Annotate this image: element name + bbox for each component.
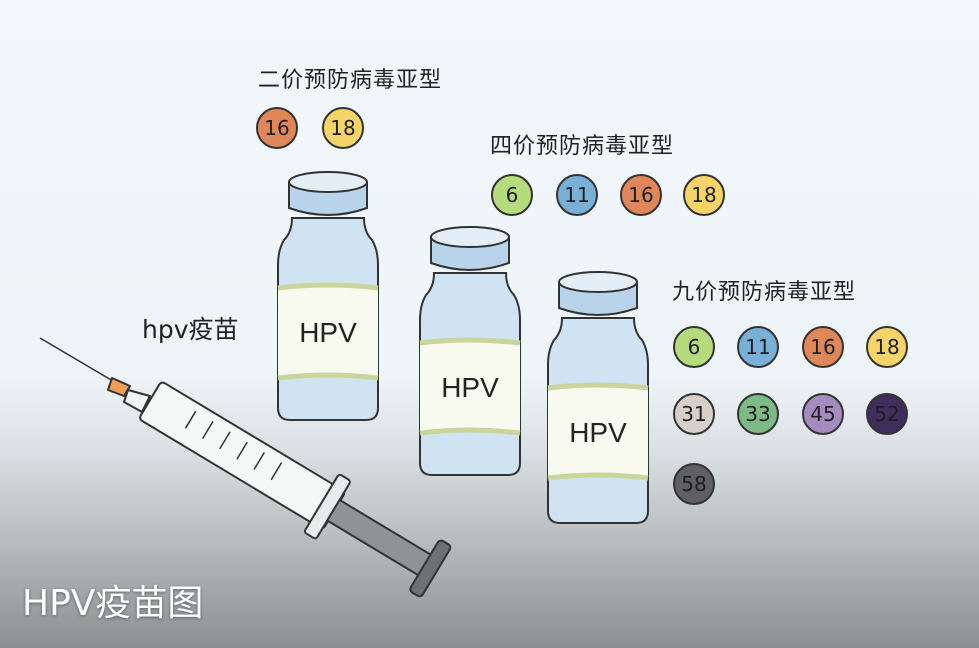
- hpv-type-badge-6: 6: [673, 326, 715, 368]
- syringe: [39, 337, 452, 598]
- hpv-type-number: 16: [264, 116, 289, 140]
- hpv-type-badge-11: 11: [737, 326, 779, 368]
- hpv-type-number: 11: [745, 335, 770, 359]
- hpv-type-number: 6: [506, 183, 519, 207]
- image-caption: HPV疫苗图: [22, 583, 204, 624]
- hpv-type-badge-18: 18: [866, 326, 908, 368]
- syringe-needle: [39, 337, 119, 385]
- vaccine-vial: HPV: [419, 226, 521, 476]
- hpv-type-badge-18: 18: [322, 107, 364, 149]
- vaccine-vial: HPV: [547, 271, 649, 524]
- needle-hub: [107, 377, 131, 397]
- hpv-type-number: 6: [688, 335, 701, 359]
- nonavalent-title: 九价预防病毒亚型: [672, 280, 857, 305]
- hpv-type-number: 18: [874, 335, 899, 359]
- hpv-type-number: 16: [628, 183, 653, 207]
- hpv-type-number: 16: [810, 335, 835, 359]
- vial-label: HPV: [299, 317, 357, 348]
- hpv-type-number: 31: [681, 402, 706, 426]
- hpv-type-number: 33: [745, 402, 770, 426]
- syringe-plunger: [326, 498, 435, 579]
- hpv-type-number: 52: [874, 402, 899, 426]
- hpv-type-badge-52: 52: [866, 393, 908, 435]
- hpv-type-badge-16: 16: [620, 174, 662, 216]
- hpv-type-badge-18: 18: [683, 174, 725, 216]
- syringe-barrel: [139, 381, 452, 598]
- vial-label: HPV: [569, 417, 627, 448]
- hpv-type-number: 18: [330, 116, 355, 140]
- hpv-type-badge-16: 16: [256, 107, 298, 149]
- bivalent-title: 二价预防病毒亚型: [258, 68, 443, 93]
- hpv-vaccine-label: hpv疫苗: [142, 315, 239, 344]
- vial-label: HPV: [441, 372, 499, 403]
- hpv-type-badge-11: 11: [556, 174, 598, 216]
- quadrivalent-title: 四价预防病毒亚型: [490, 134, 675, 159]
- hpv-type-badge-33: 33: [737, 393, 779, 435]
- hpv-type-badge-6: 6: [491, 174, 533, 216]
- hpv-type-badge-31: 31: [673, 393, 715, 435]
- hpv-type-badge-58: 58: [673, 463, 715, 505]
- hpv-type-number: 18: [691, 183, 716, 207]
- hpv-type-badge-45: 45: [802, 393, 844, 435]
- hpv-type-number: 45: [810, 402, 835, 426]
- hpv-type-number: 58: [681, 472, 706, 496]
- hpv-type-number: 11: [564, 183, 589, 207]
- hpv-type-badge-16: 16: [802, 326, 844, 368]
- vaccine-vial: HPV: [277, 171, 379, 421]
